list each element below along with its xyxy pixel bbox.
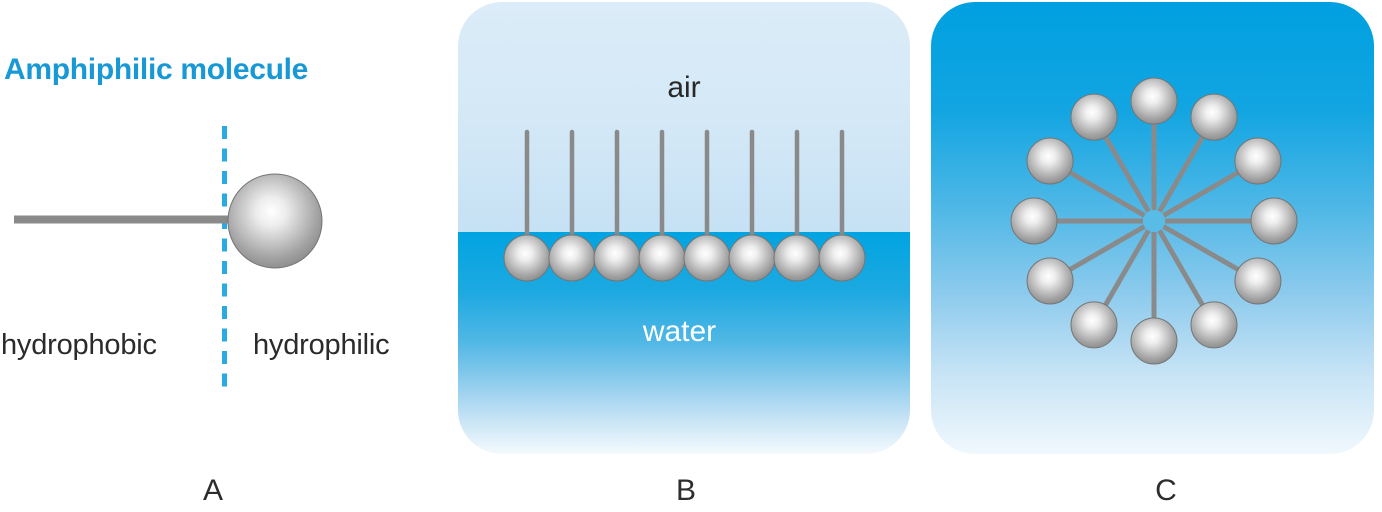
hydrophilic-head: [1130, 77, 1178, 125]
micelle-core: [1141, 208, 1167, 234]
surfactant-molecule: [773, 129, 821, 282]
caption-c: C: [1155, 474, 1177, 507]
hydrophilic-head: [1190, 93, 1238, 141]
panel-a-title: Amphiphilic molecule: [4, 53, 309, 86]
micelle-figure: [1010, 77, 1298, 365]
hydrophobic-label: hydrophobic: [1, 329, 157, 361]
hydrophilic-head: [1130, 317, 1178, 365]
caption-b: B: [675, 474, 697, 507]
water-label: water: [642, 315, 717, 348]
hydrophilic-head: [1026, 137, 1074, 185]
hydrophilic-head: [1234, 257, 1282, 305]
hydrophilic-head: [773, 234, 821, 282]
surfactant-molecule: [818, 129, 866, 282]
hydrophilic-head: [1234, 137, 1282, 185]
hydrophilic-head: [683, 234, 731, 282]
hydrophilic-head: [638, 234, 686, 282]
amphiphilic-molecule-figure: [14, 126, 323, 392]
micelle-panel: [931, 2, 1374, 454]
surfactant-molecule: [638, 129, 686, 282]
hydrophilic-head: [818, 234, 866, 282]
hydrophilic-head: [1070, 93, 1118, 141]
surfactant-molecule: [548, 129, 596, 282]
hydrophilic-label: hydrophilic: [253, 329, 390, 361]
air-label: air: [667, 71, 701, 104]
hydrophilic-head: [1190, 301, 1238, 349]
hydrophilic-head: [227, 173, 323, 269]
caption-a: A: [202, 474, 224, 507]
hydrophilic-head: [1010, 197, 1058, 245]
surfactant-molecule: [503, 129, 551, 282]
hydrophilic-head: [503, 234, 551, 282]
surfactant-monolayer: [503, 129, 866, 282]
air-region: [458, 2, 910, 232]
surfactant-molecule: [593, 129, 641, 282]
air-water-interface-panel: air water: [458, 2, 910, 454]
hydrophilic-head: [1026, 257, 1074, 305]
surfactant-molecule: [683, 129, 731, 282]
hydrophilic-head: [593, 234, 641, 282]
hydrophilic-head: [728, 234, 776, 282]
hydrophilic-head: [548, 234, 596, 282]
hydrophilic-head: [1250, 197, 1298, 245]
hydrophilic-head: [1070, 301, 1118, 349]
surfactant-molecule: [728, 129, 776, 282]
